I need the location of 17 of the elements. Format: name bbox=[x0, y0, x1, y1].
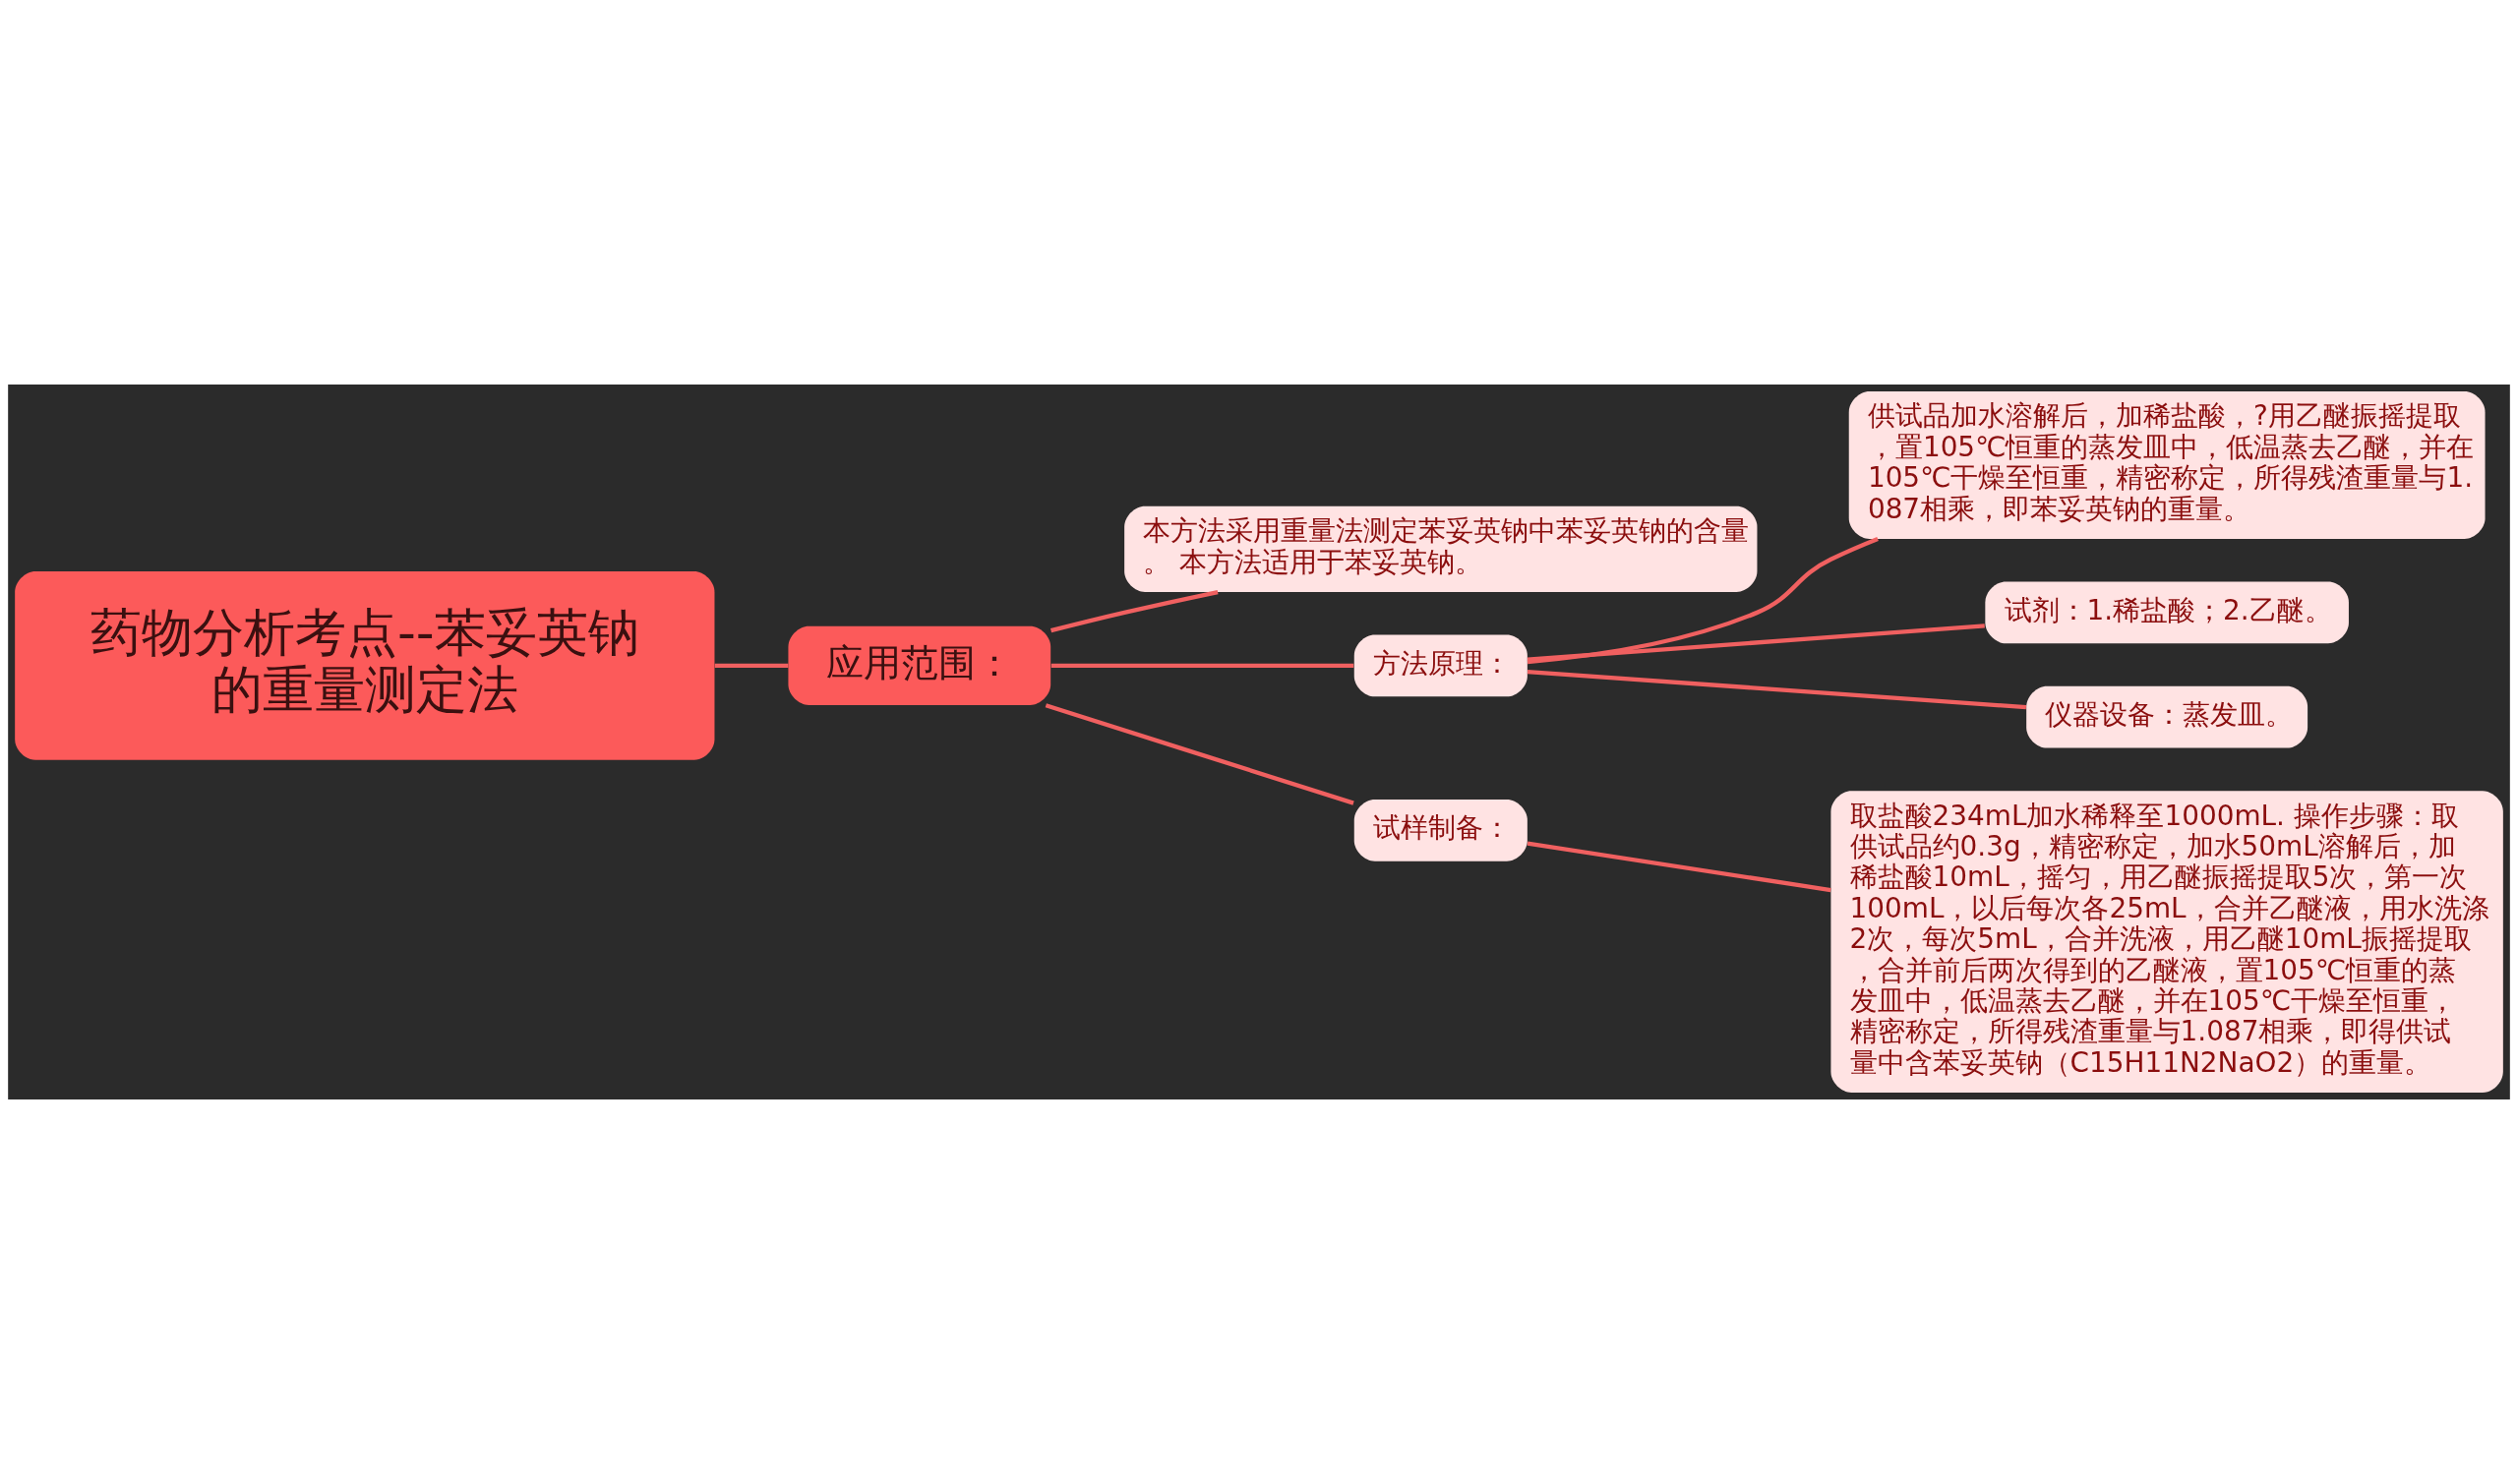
connector bbox=[1527, 623, 1985, 662]
connector bbox=[1050, 663, 1354, 669]
node-box: 应用范围： bbox=[788, 625, 1051, 705]
connector bbox=[1527, 669, 2027, 710]
node-box: 方法原理： bbox=[1353, 634, 1528, 697]
node-box: 试剂：1.稀盐酸；2.乙醚。 bbox=[1985, 581, 2349, 644]
connector bbox=[1045, 703, 1354, 805]
node-box: 取盐酸234mL加水稀释至1000mL. 操作步骤：取供试品约0.3g，精密称定，加水50mL溶解后，加稀盐酸10mL，摇匀，用乙醚振摇提取5次，第一次100mL，以后每次各25mL，合并乙醚液，用水洗涤2次，每次5mL，合并洗液，用乙醚10mL振摇提取，合并前后两次得到的乙醚液，置105℃恒重的蒸发皿中，低温蒸去乙醚，并在105℃干燥至恒重，精密称定，所得残渣重量与1.087相乘，即得供试量中含苯妥英钠（C15H11N2NaO2）的重量。 bbox=[1830, 791, 2503, 1094]
connector bbox=[1527, 537, 1879, 665]
connector bbox=[1527, 841, 1831, 893]
node-box: 供试品加水溶解后，加稀盐酸，?用乙醚振摇提取，置105℃恒重的蒸发皿中，低温蒸去乙醚，并在105℃干燥至恒重，精密称定，所得残渣重量与1.087相乘，即苯妥英钠的重量。 bbox=[1848, 390, 2486, 539]
node-box: 药物分析考点--苯妥英钠的重量测定法 bbox=[15, 571, 715, 760]
node-box: 试样制备： bbox=[1353, 799, 1528, 861]
node-box: 本方法采用重量法测定苯妥英钠中苯妥英钠的含量。 本方法适用于苯妥英钠。 bbox=[1124, 505, 1758, 592]
connector bbox=[714, 663, 789, 669]
connector bbox=[1049, 589, 1219, 633]
node-box: 仪器设备：蒸发皿。 bbox=[2026, 685, 2308, 748]
